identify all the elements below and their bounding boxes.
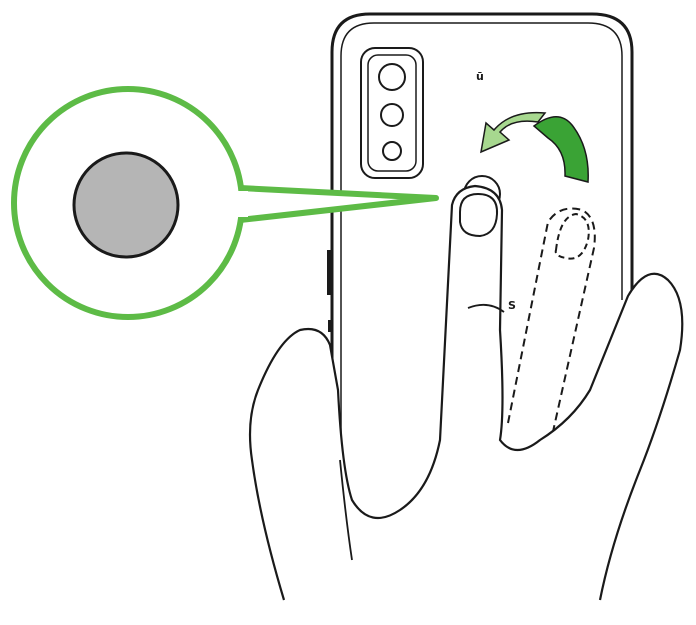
- curved-arrow-icon: [481, 113, 588, 182]
- arrow-tail: [534, 117, 588, 182]
- arrow-head: [481, 113, 545, 152]
- camera-module: [361, 48, 423, 178]
- hand: [250, 186, 682, 600]
- fingernail-dashed-outline: [556, 214, 589, 259]
- fingerprint-sensor-icon: [74, 153, 178, 257]
- fingernail: [460, 194, 497, 236]
- phone-brand-mark: S: [508, 299, 516, 312]
- phone-logo-mark: ū: [476, 70, 484, 83]
- side-button: [327, 250, 332, 295]
- hand-outline: [250, 186, 682, 600]
- side-button-small: [328, 320, 332, 332]
- callout-pointer: [240, 188, 436, 220]
